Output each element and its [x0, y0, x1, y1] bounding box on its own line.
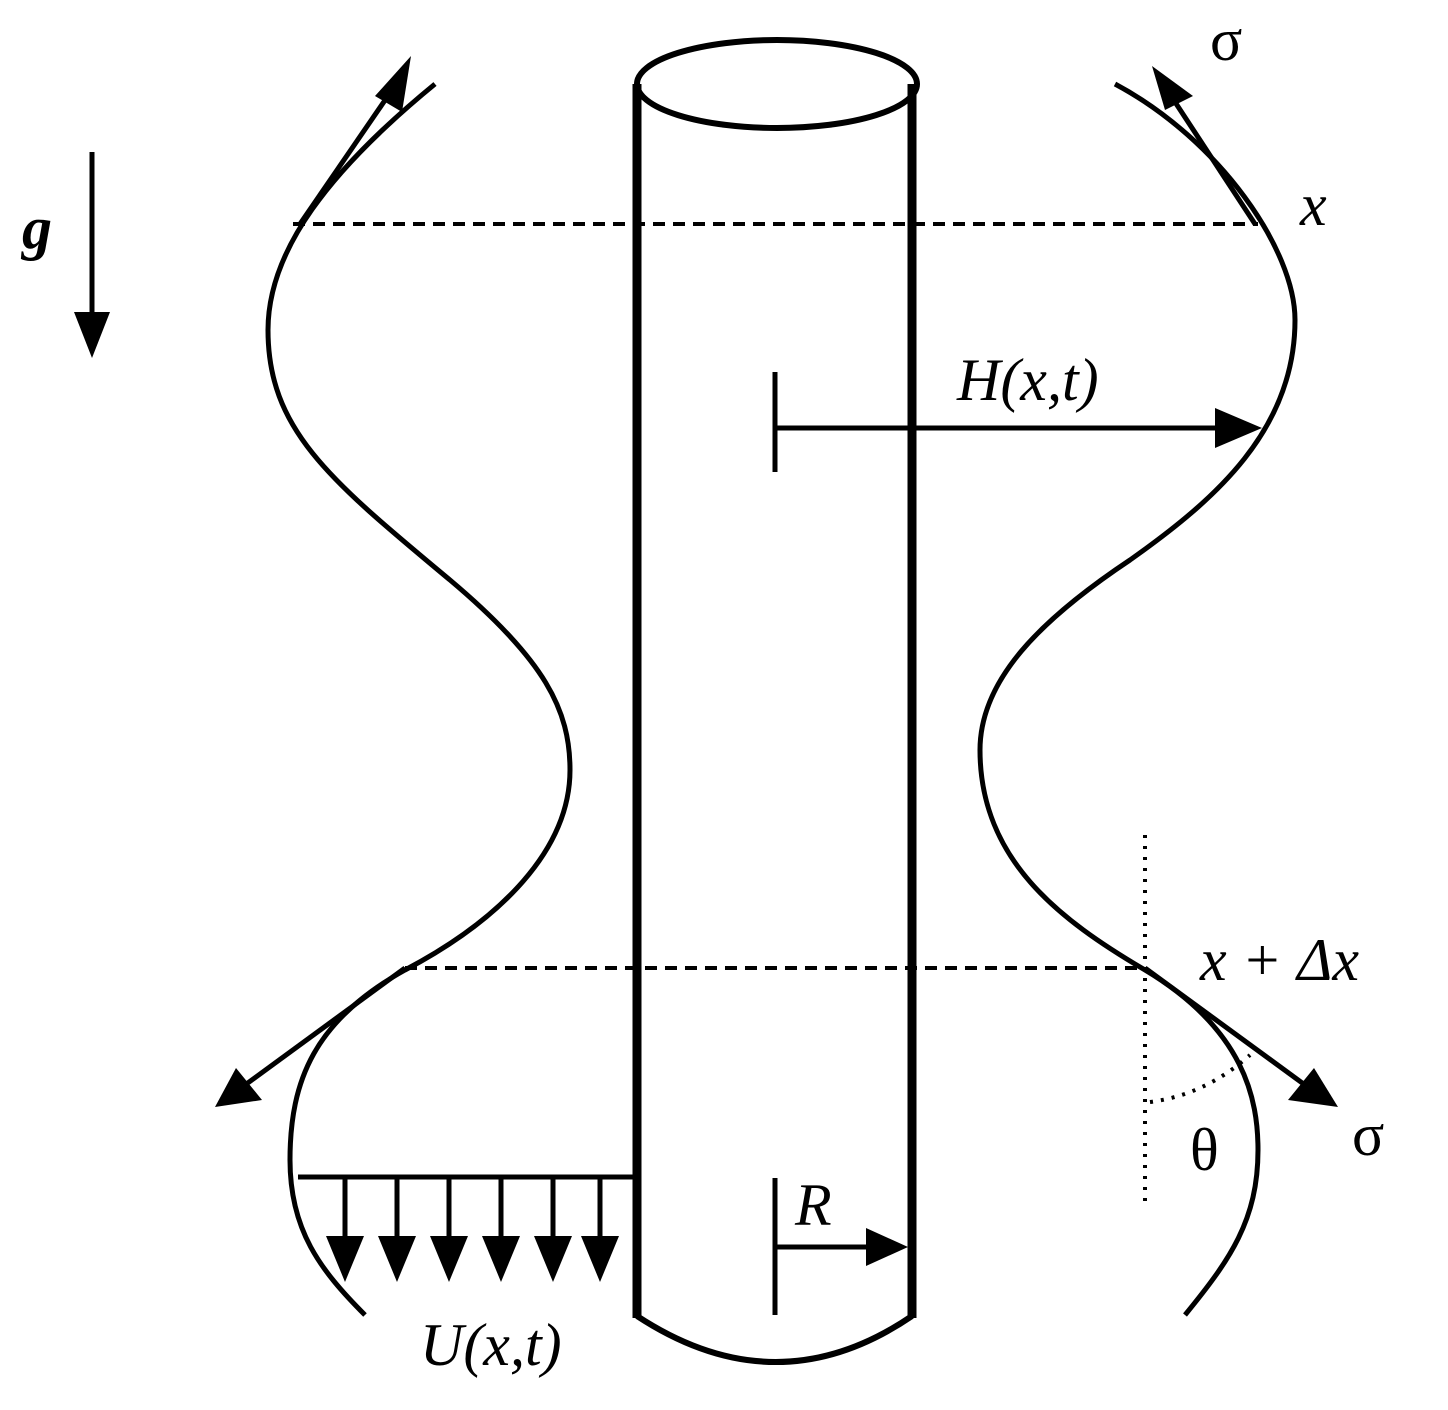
sigma-arrow-top-left	[297, 56, 411, 226]
sigma-arrow-bottom-left	[215, 965, 407, 1107]
fiber-top-ellipse	[634, 37, 920, 131]
velocity-arrow-3	[430, 1177, 468, 1282]
x-plus-dx-label: x + Δx	[1199, 927, 1359, 993]
gravity-arrow	[74, 152, 110, 358]
radius-arrow	[772, 1178, 908, 1315]
sigma-arrow-bottom-right	[1143, 965, 1338, 1107]
sigma-bottom-label: σ	[1352, 1102, 1384, 1168]
sigma-arrow-top-right	[1152, 66, 1258, 226]
velocity-arrow-2	[378, 1177, 416, 1282]
fiber-bottom-curve	[635, 1313, 914, 1365]
theta-label: θ	[1190, 1117, 1219, 1183]
velocity-arrow-4	[482, 1177, 520, 1282]
fiber-cylinder	[632, 37, 920, 1365]
left-film-surface	[265, 82, 573, 1317]
velocity-arrow-1	[326, 1177, 364, 1282]
velocity-profile	[298, 1174, 637, 1282]
film-thickness-label: H(x,t)	[956, 347, 1099, 413]
sigma-top-label: σ	[1210, 7, 1242, 73]
film-thickness-arrow	[772, 372, 1262, 472]
x-label: x	[1299, 172, 1327, 238]
right-film-surface	[977, 81, 1298, 1317]
velocity-arrow-5	[534, 1177, 572, 1282]
velocity-arrow-6	[581, 1177, 619, 1282]
theta-arc	[1149, 1053, 1252, 1104]
radius-label: R	[794, 1172, 832, 1238]
velocity-label: U(x,t)	[420, 1312, 562, 1378]
gravity-label: g	[20, 195, 52, 261]
